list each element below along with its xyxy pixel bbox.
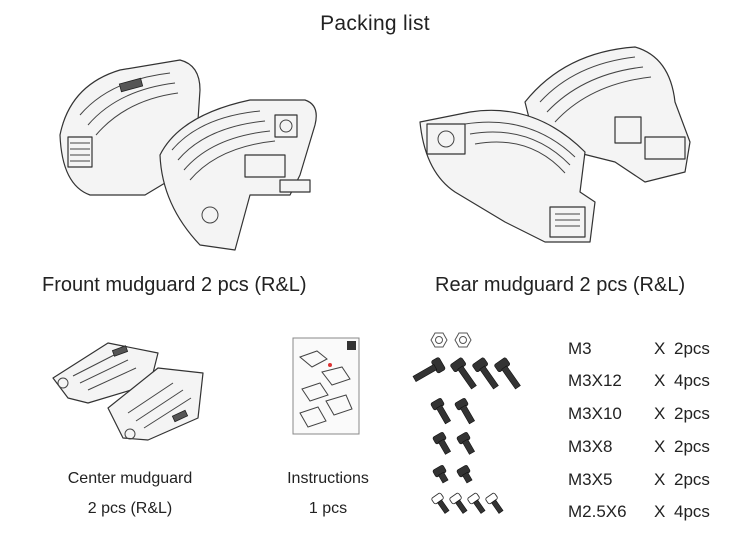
hardware-times: X xyxy=(654,339,666,358)
hardware-qty: 2pcs xyxy=(674,437,710,456)
hardware-times: X xyxy=(654,437,666,456)
hardware-row-m3x10: M3X10 X 2pcs xyxy=(568,404,738,428)
hardware-row-m3x12: M3X12 X 4pcs xyxy=(568,371,738,395)
screw-icon xyxy=(432,432,476,455)
instruction-sheet-illustration xyxy=(292,337,360,435)
instructions-label: Instructions xyxy=(287,470,369,487)
hardware-times: X xyxy=(654,470,666,489)
screw-icon xyxy=(412,357,521,390)
hardware-qty: 4pcs xyxy=(674,371,710,390)
center-mudguard-qty: 2 pcs (R&L) xyxy=(87,500,173,517)
hardware-code: M3X5 xyxy=(568,470,613,489)
page-title: Packing list xyxy=(320,12,430,35)
nut-icon xyxy=(430,332,472,348)
hardware-row-m3x5: M3X5 X 2pcs xyxy=(568,470,738,494)
hardware-times: X xyxy=(654,371,666,390)
rear-mudguard-label: Rear mudguard 2 pcs (R&L) xyxy=(435,274,686,296)
hardware-code: M3 xyxy=(568,339,592,358)
hardware-qty: 2pcs xyxy=(674,404,710,423)
hardware-code: M2.5X6 xyxy=(568,502,627,521)
hardware-qty: 2pcs xyxy=(674,339,710,358)
hardware-row-m3: M3 X 2pcs xyxy=(568,339,738,363)
hardware-row-m3x8: M3X8 X 2pcs xyxy=(568,437,738,461)
hardware-code: M3X12 xyxy=(568,371,622,390)
center-mudguard-label: Center mudguard xyxy=(67,470,193,487)
screw-icon xyxy=(432,465,473,484)
hardware-times: X xyxy=(654,404,666,423)
hardware-code: M3X10 xyxy=(568,404,622,423)
rear-mudguard-illustration xyxy=(419,46,691,243)
front-mudguard-label: Frount mudguard 2 pcs (R&L) xyxy=(42,274,307,296)
hardware-row-m2-5x6: M2.5X6 X 4pcs xyxy=(568,502,738,526)
hardware-code: M3X8 xyxy=(568,437,613,456)
center-mudguard-illustration xyxy=(52,342,204,441)
hardware-qty: 2pcs xyxy=(674,470,710,489)
hardware-qty: 4pcs xyxy=(674,502,710,521)
front-mudguard-illustration xyxy=(59,59,317,251)
instructions-qty: 1 pcs xyxy=(308,500,348,517)
hardware-times: X xyxy=(654,502,666,521)
screw-icon xyxy=(431,492,504,514)
screw-icon xyxy=(430,398,476,425)
